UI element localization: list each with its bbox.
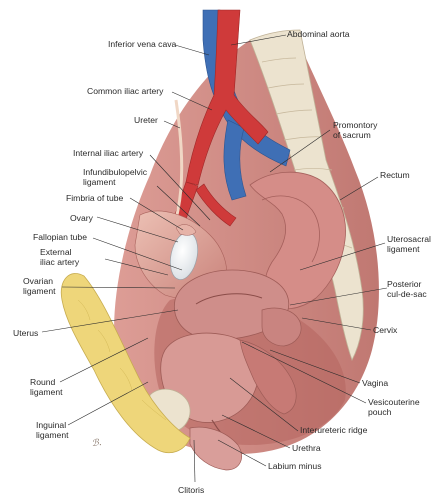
fat-texture xyxy=(77,299,167,421)
label-infundibulopelvic-line2: ligament xyxy=(83,177,116,187)
label-external-iliac-line2: iliac artery xyxy=(40,257,80,267)
label-ovary: Ovary xyxy=(70,213,94,223)
label-internal-iliac-artery: Internal iliac artery xyxy=(73,148,144,158)
labium-organ xyxy=(189,426,242,471)
label-vesicouterine-line1: Vesicouterine xyxy=(368,397,420,407)
internal-iliac-branch xyxy=(195,183,237,227)
label-round-line1: Round xyxy=(30,377,56,387)
abdominal-aorta-vessel xyxy=(185,9,269,186)
fimbria-organ xyxy=(175,224,197,236)
label-interureteric-ridge: Interureteric ridge xyxy=(300,425,368,435)
label-fallopian-tube: Fallopian tube xyxy=(33,232,87,242)
label-vagina: Vagina xyxy=(362,378,388,388)
label-ureter: Ureter xyxy=(134,115,158,125)
uterine-cavity xyxy=(195,293,263,305)
label-posterior-cds-line1: Posterior xyxy=(387,279,422,289)
label-inguinal-line1: Inguinal xyxy=(36,420,66,430)
label-labium-minus: Labium minus xyxy=(268,461,322,471)
rectum-organ xyxy=(249,171,346,310)
artist-signature: ℬ. xyxy=(91,438,102,449)
label-uterus: Uterus xyxy=(13,328,38,338)
label-posterior-cds-line2: cul-de-sac xyxy=(387,289,427,299)
vagina-organ xyxy=(239,339,297,415)
cervix-organ xyxy=(261,307,302,347)
label-cervix: Cervix xyxy=(373,325,398,335)
label-vesicouterine-line2: pouch xyxy=(368,407,392,417)
label-common-iliac-artery: Common iliac artery xyxy=(87,86,164,96)
label-ovarian-line2: ligament xyxy=(23,286,56,296)
label-infundibulopelvic-line1: Infundibulopelvic xyxy=(83,167,148,177)
label-urethra: Urethra xyxy=(292,443,321,453)
left-common-iliac-vein xyxy=(223,119,247,201)
labels: Inferior vena cava Abdominal aorta Commo… xyxy=(13,29,431,495)
label-uterosacral-line1: Uterosacral xyxy=(387,234,431,244)
label-promontory-line2: of sacrum xyxy=(333,130,371,140)
label-promontory-line1: Promontory xyxy=(333,120,378,130)
label-inguinal-line2: ligament xyxy=(36,430,69,440)
label-inferior-vena-cava: Inferior vena cava xyxy=(108,39,177,49)
inguinal-fat xyxy=(60,273,191,454)
label-external-iliac-line1: External xyxy=(40,247,72,257)
label-clitoris: Clitoris xyxy=(178,485,204,495)
label-abdominal-aorta: Abdominal aorta xyxy=(287,29,350,39)
label-round-line2: ligament xyxy=(30,387,63,397)
label-ovarian-line1: Ovarian xyxy=(23,276,53,286)
label-rectum: Rectum xyxy=(380,170,410,180)
label-uterosacral-line2: ligament xyxy=(387,244,420,254)
leader-lines xyxy=(41,34,388,483)
label-fimbria-of-tube: Fimbria of tube xyxy=(66,193,124,203)
rectum-lumen xyxy=(261,195,320,263)
